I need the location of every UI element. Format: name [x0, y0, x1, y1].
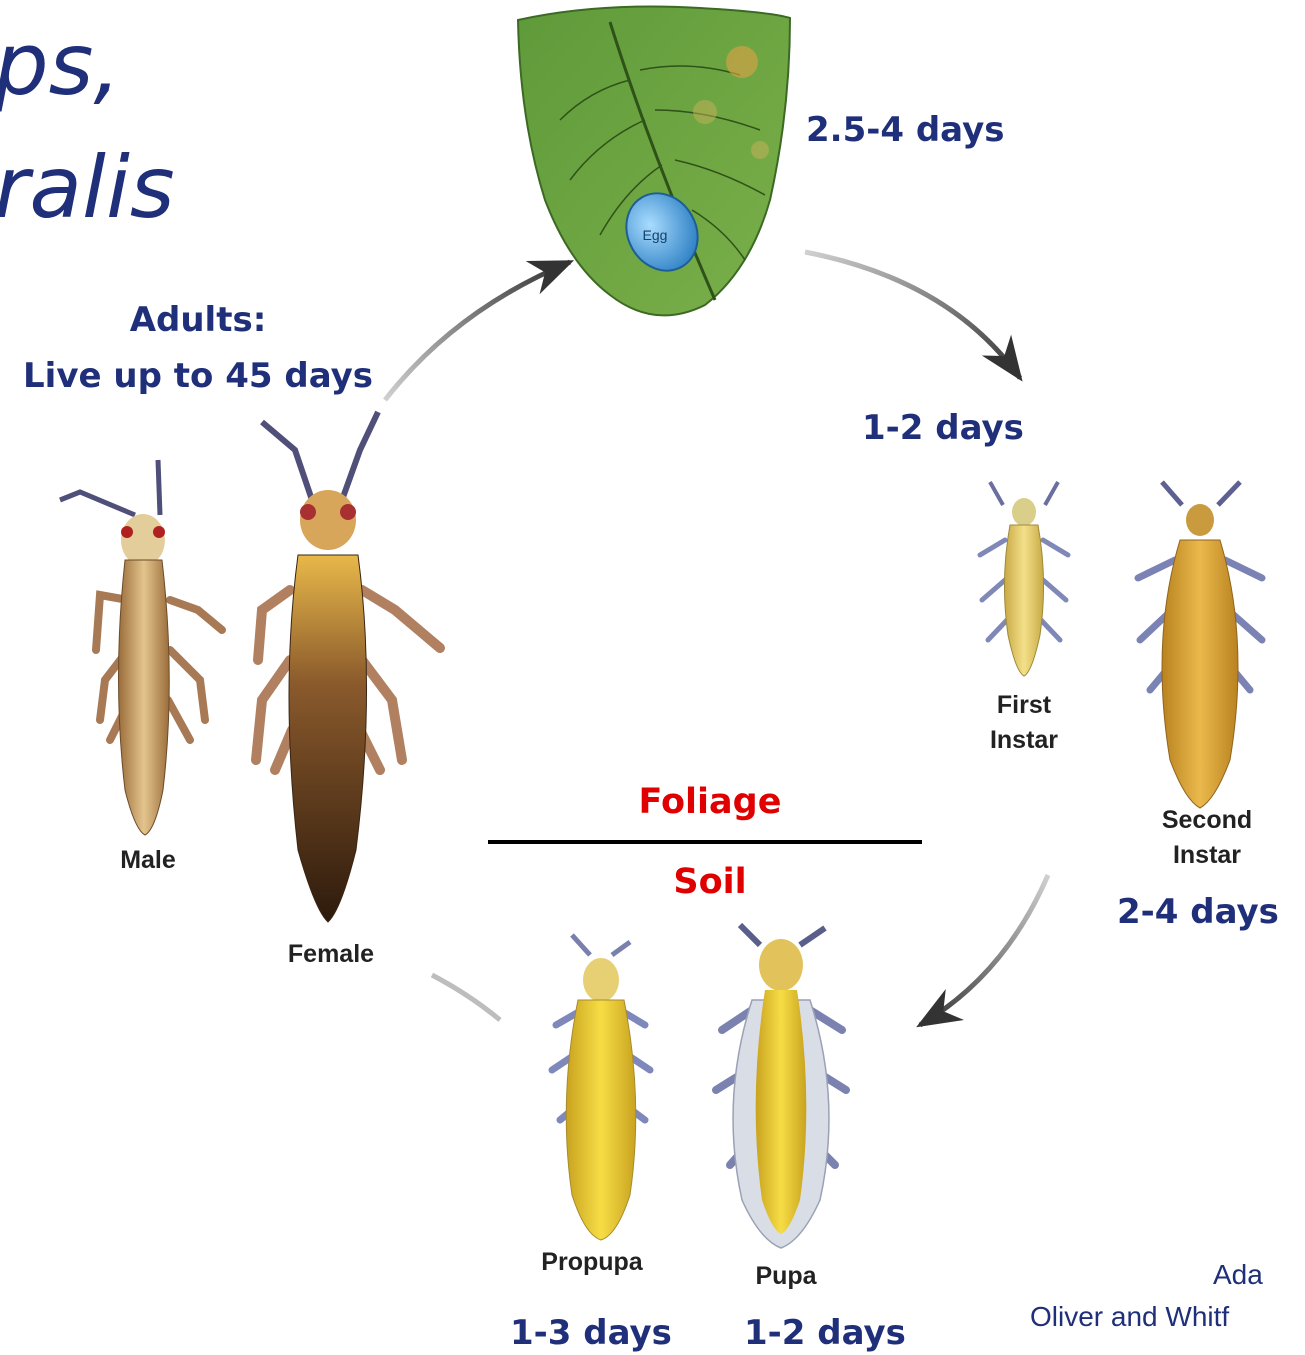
arrow-adult-to-egg	[385, 262, 570, 400]
second-instar-duration: 2-4 days	[1117, 892, 1279, 933]
male-label: Male	[120, 846, 176, 874]
first-instar-label-1: First	[997, 691, 1052, 719]
male-adult-icon	[60, 460, 222, 835]
propupa-duration: 1-3 days	[510, 1313, 672, 1354]
female-label: Female	[288, 940, 374, 968]
female-adult-icon	[256, 412, 440, 922]
propupa-label: Propupa	[541, 1248, 643, 1276]
arrow-pupa-to-adult	[432, 975, 500, 1020]
first-instar-larva-icon	[980, 482, 1068, 676]
second-instar-label-2: Instar	[1173, 841, 1241, 869]
adults-heading: Adults:	[0, 300, 396, 341]
propupa-icon	[552, 935, 650, 1240]
credit-line-1: Ada	[1213, 1255, 1263, 1294]
second-instar-label-1: Second	[1162, 806, 1252, 834]
soil-label: Soil	[560, 862, 860, 902]
arrow-instar-to-pupa	[920, 875, 1048, 1025]
adults-lifespan: Live up to 45 days	[0, 356, 396, 397]
pupa-duration: 1-2 days	[744, 1313, 906, 1354]
arrow-egg-to-instar	[805, 252, 1020, 378]
pupa-icon	[716, 925, 846, 1248]
credit-line-2: Oliver and Whitf	[1030, 1297, 1229, 1336]
pupa-label: Pupa	[755, 1262, 817, 1290]
second-instar-larva-icon	[1138, 482, 1262, 808]
egg-duration: 2.5-4 days	[806, 110, 1004, 151]
foliage-label: Foliage	[560, 782, 860, 822]
first-instar-label-2: Instar	[990, 726, 1058, 754]
first-instar-duration: 1-2 days	[862, 408, 1024, 449]
egg-label: Egg	[643, 227, 668, 243]
